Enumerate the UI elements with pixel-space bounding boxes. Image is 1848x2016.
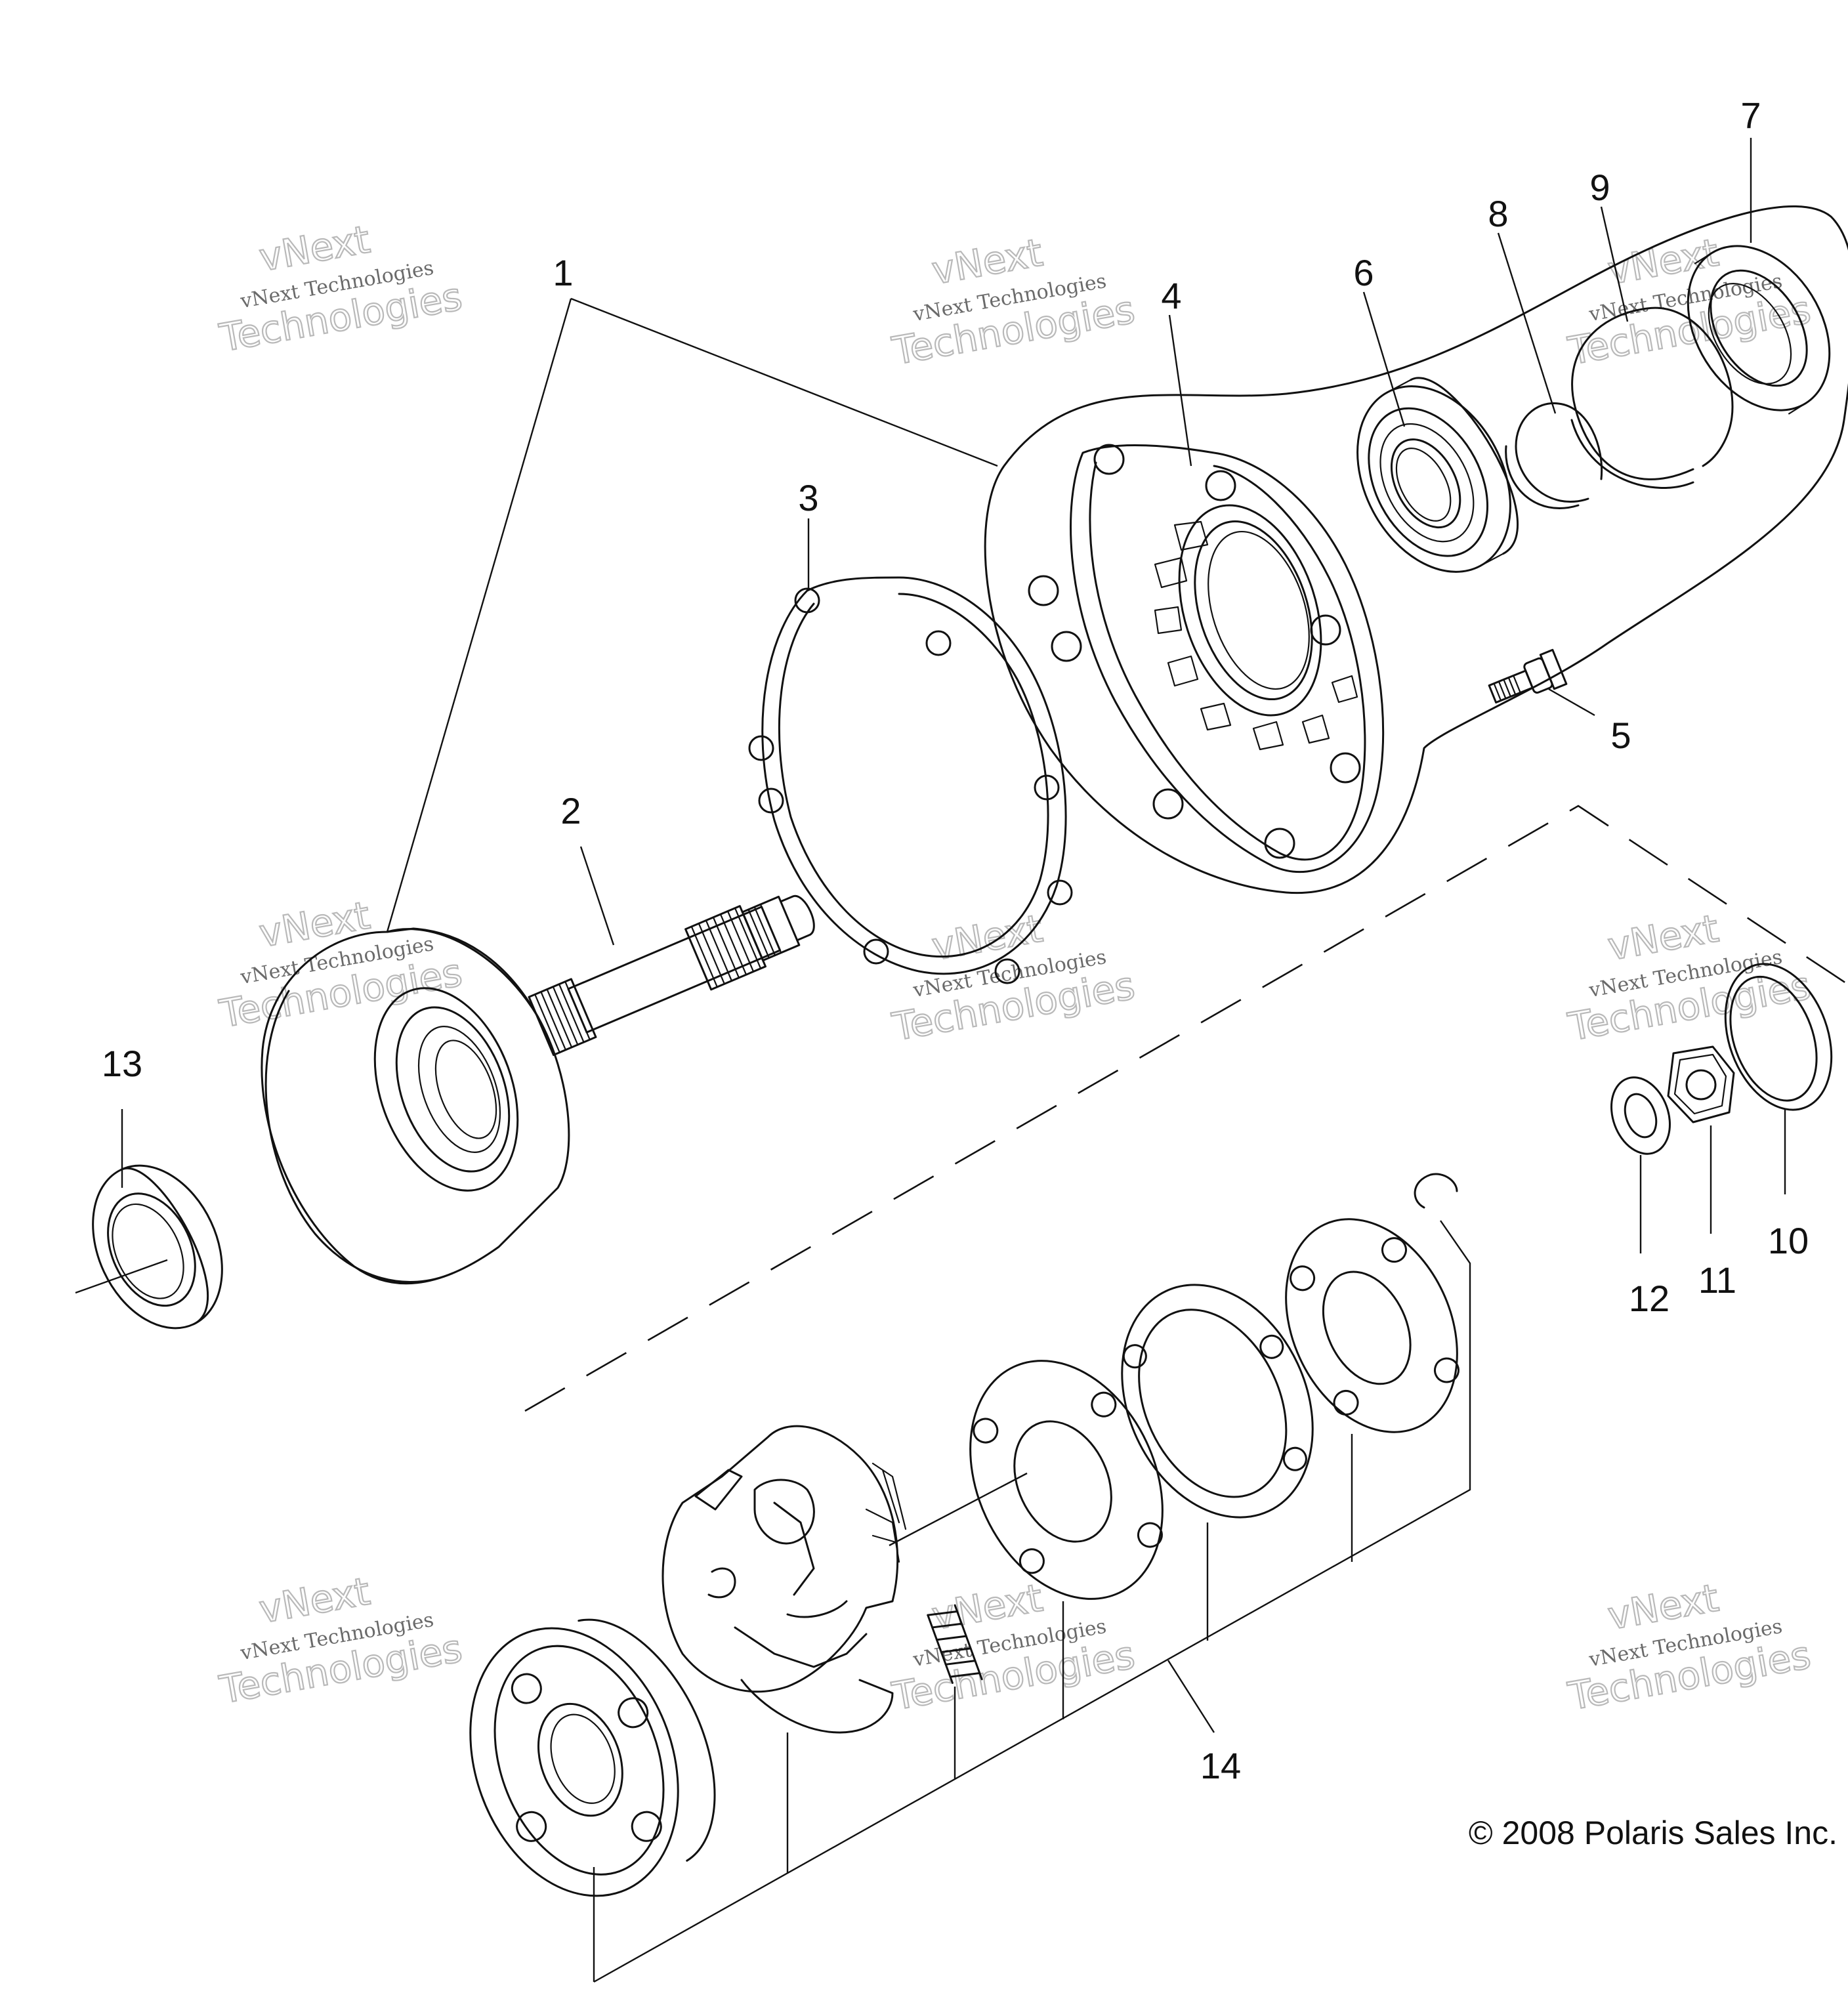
watermark: vNext vNext Technologies Technologies	[1564, 905, 1815, 1050]
section-separator	[524, 805, 1848, 1412]
callout-8: 8	[1488, 193, 1508, 234]
bolt-5	[1488, 648, 1568, 704]
callout-10: 10	[1768, 1220, 1809, 1261]
leader-lines	[75, 138, 1786, 1983]
callout-13: 13	[102, 1043, 142, 1084]
retaining-ring-8	[1505, 402, 1603, 509]
callouts: 1 2 3 4 5 6 7 8 9 10 11 12 13 14	[102, 94, 1809, 1786]
callout-9: 9	[1589, 167, 1610, 208]
bearing-6	[1356, 377, 1519, 573]
snap-ring-9	[1570, 306, 1734, 489]
gasket-3	[748, 576, 1073, 984]
callout-5: 5	[1610, 715, 1631, 756]
washer-12	[1610, 1076, 1671, 1155]
callout-2: 2	[560, 790, 581, 831]
watermarks: vNext vNext Technologies Technologies vN…	[215, 216, 1815, 1719]
seal-7	[1687, 245, 1831, 415]
nut-11	[1667, 1045, 1735, 1124]
watermark: vNext vNext Technologies Technologies	[1564, 1574, 1815, 1719]
seal-13	[92, 1164, 223, 1330]
callout-3: 3	[798, 477, 818, 518]
shaft-2	[528, 894, 815, 1057]
copyright-notice: © 2008 Polaris Sales Inc.	[1469, 1815, 1838, 1851]
clutch-kit-14	[469, 1173, 1460, 1897]
callout-1: 1	[553, 252, 573, 293]
watermark: vNext vNext Technologies Technologies	[1564, 229, 1815, 374]
watermark: vNext vNext Technologies Technologies	[215, 216, 466, 361]
watermark: vNext vNext Technologies Technologies	[215, 1568, 466, 1713]
callout-6: 6	[1353, 252, 1374, 293]
callout-14: 14	[1200, 1745, 1241, 1786]
callout-11: 11	[1698, 1259, 1736, 1301]
watermark: vNext vNext Technologies Technologies	[888, 1574, 1139, 1719]
washer-10	[1724, 963, 1833, 1111]
watermark: vNext vNext Technologies Technologies	[888, 229, 1139, 374]
callout-7: 7	[1740, 94, 1761, 136]
callout-12: 12	[1629, 1278, 1670, 1319]
clutch-drum	[261, 927, 570, 1285]
watermark: vNext vNext Technologies Technologies	[215, 892, 466, 1037]
housing-assembly-outline	[984, 205, 1848, 894]
callout-4: 4	[1161, 275, 1181, 316]
housing-4	[1028, 444, 1385, 873]
